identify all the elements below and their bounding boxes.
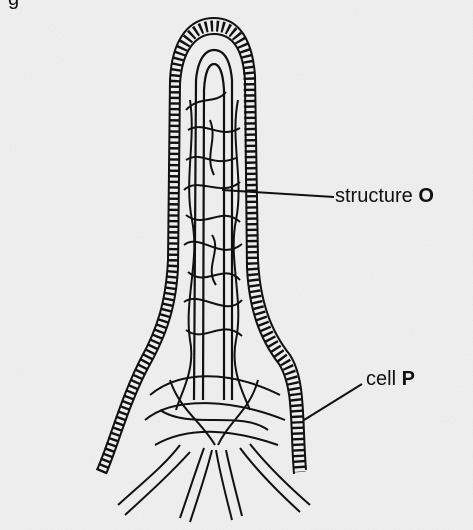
cell-p-label: cell P [366, 368, 415, 390]
top-cut-text: g [8, 0, 19, 10]
cell-p-label-text: cell [366, 368, 402, 390]
structure-o-letter: O [418, 185, 434, 207]
structure-o-label: structure O [335, 185, 434, 207]
cell-p-letter: P [402, 368, 415, 390]
structure-o-label-text: structure [335, 185, 418, 207]
